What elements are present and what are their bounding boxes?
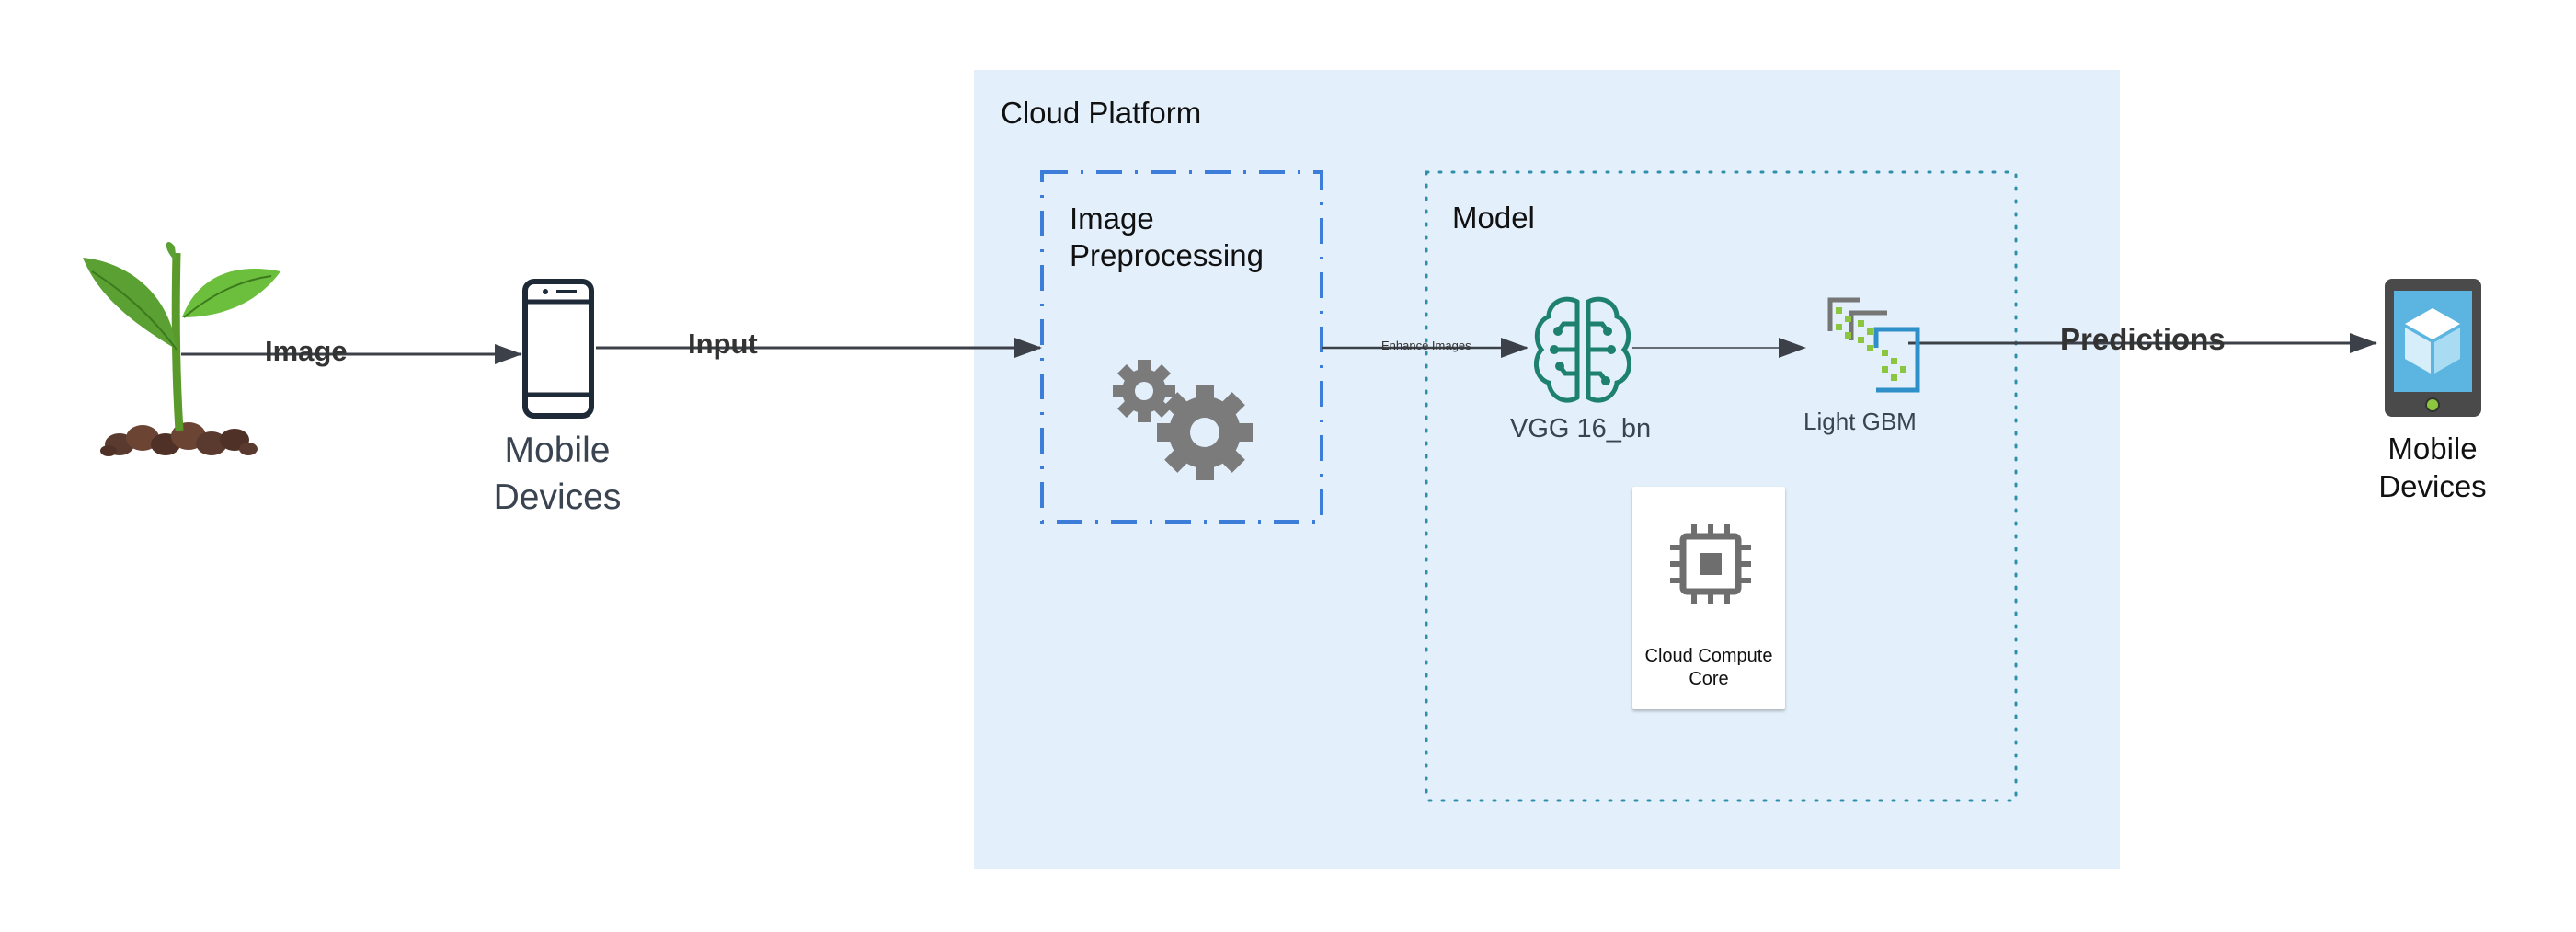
cloud-platform-container (974, 70, 2120, 869)
edge-label-predictions: Predictions (2060, 322, 2226, 356)
edge-label-input: Input (688, 328, 758, 360)
cloud-compute-core-card: Cloud Compute Core (1632, 487, 1785, 709)
edge-label-image: Image (265, 335, 348, 367)
vgg-label: VGG 16_bn (1510, 414, 1652, 443)
light-gbm-icon (1827, 297, 1920, 393)
light-gbm-label: Light GBM (1803, 408, 1917, 435)
cloud-compute-core-label: Cloud Compute Core (1644, 646, 1773, 689)
mobile-phone-icon (522, 279, 594, 419)
cloud-platform-title: Cloud Platform (1001, 96, 1202, 130)
tablet-icon (2385, 279, 2481, 417)
target-device-label: Mobile Devices (2378, 431, 2487, 503)
brain-circuit-icon (1533, 296, 1632, 403)
cpu-chip-icon (1670, 524, 1751, 604)
edge-label-enhance: Enhance Images (1381, 339, 1471, 352)
source-device-label: Mobile Devices (493, 431, 622, 517)
image-preprocessing-title: Image Preprocessing (1070, 201, 1264, 272)
brain-circuit-nodes (1550, 327, 1616, 385)
model-container (1425, 170, 2018, 802)
gears-icon (1113, 360, 1253, 480)
model-title: Model (1452, 201, 1535, 235)
plant-icon (83, 242, 280, 456)
